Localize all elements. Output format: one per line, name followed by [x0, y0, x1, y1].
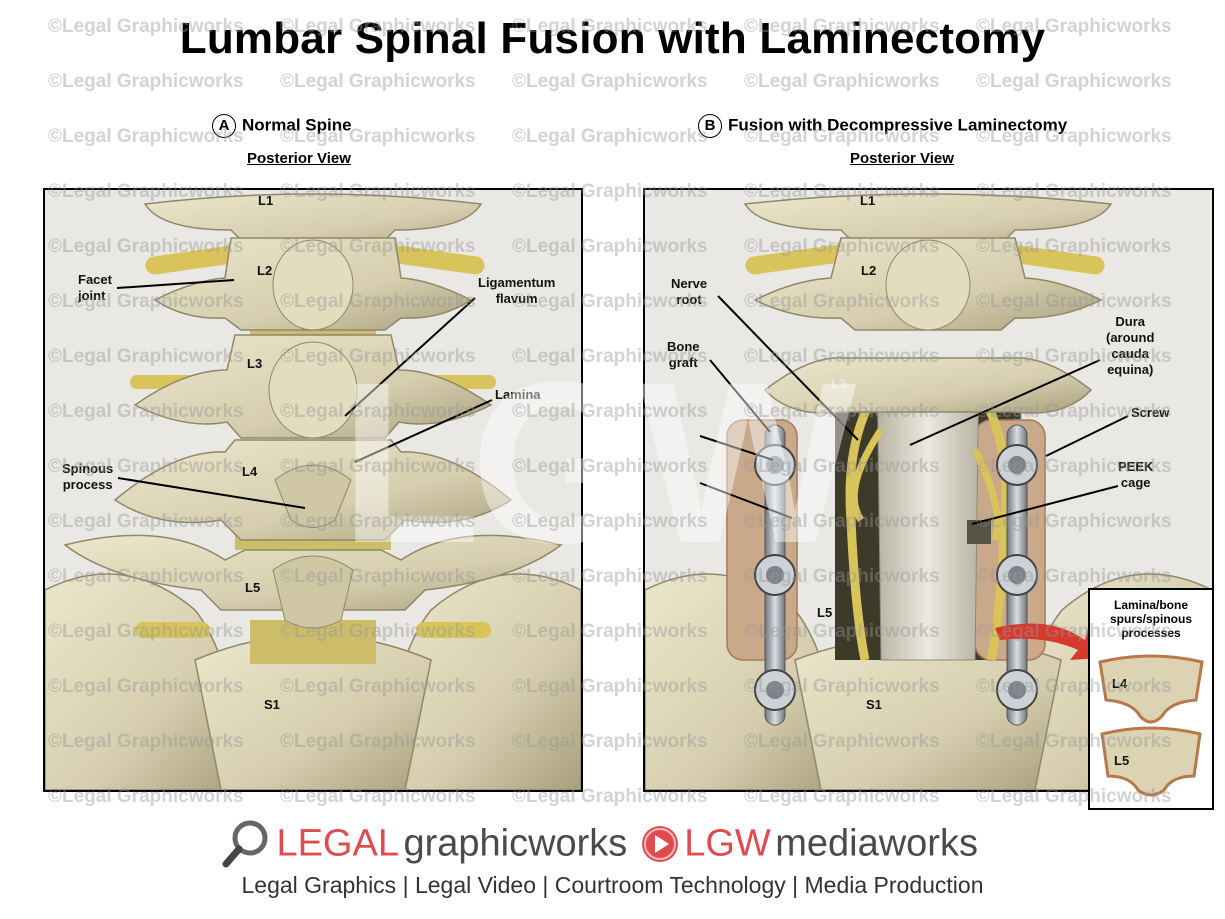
label-ligamentum-flavum: Ligamentum flavum: [478, 275, 555, 307]
label-set-line2: screw: [658, 429, 695, 444]
label-set-line1: Set: [666, 413, 687, 428]
label-a-l5: L5: [245, 580, 261, 595]
brand-graphicworks: graphicworks: [403, 822, 628, 865]
inset-bone-pieces: [1098, 654, 1204, 797]
label-rod: Rod: [665, 472, 691, 487]
label-lig-line2: flavum: [495, 291, 538, 306]
label-a-l4: L4: [242, 464, 258, 479]
label-b-l2: L2: [861, 263, 877, 278]
play-button-icon: [641, 826, 678, 862]
label-nerve-root: Nerve root: [671, 276, 707, 308]
panel-b-view: Posterior View: [850, 150, 954, 167]
normal-spine-illustration: [45, 190, 581, 790]
label-peek-line2: cage: [1120, 475, 1151, 490]
panel-a-view: Posterior View: [247, 150, 351, 167]
panel-b-letter: B: [698, 114, 722, 138]
footer-tagline: Legal Graphics | Legal Video | Courtroom…: [241, 872, 984, 898]
label-lig-line1: Ligamentum: [478, 275, 556, 290]
brand-legal: LEGAL: [276, 822, 399, 865]
copyright-watermark: ©Legal Graphicworks: [48, 71, 244, 92]
label-b-s1: S1: [866, 697, 882, 712]
panel-a-letter: A: [212, 114, 236, 138]
inset-title: Lamina/bone spurs/spinous processes: [1090, 598, 1212, 640]
panel-a-normal-spine: [43, 188, 583, 792]
label-a-l2: L2: [257, 263, 273, 278]
brand-lgw: LGW: [684, 822, 771, 865]
label-a-l3: L3: [247, 356, 263, 371]
label-peek-line1: PEEK: [1118, 459, 1154, 474]
label-spinous-process: Spinous process: [62, 461, 113, 493]
panel-b-fusion: [643, 188, 1214, 792]
label-facet-line2: joint: [78, 288, 106, 303]
magnifier-icon: [222, 820, 268, 868]
brand-mediaworks: mediaworks: [775, 822, 978, 865]
label-b-l4: L4: [817, 492, 833, 507]
label-b-l1: L1: [860, 193, 876, 208]
inset-label-l4: L4: [1112, 676, 1128, 691]
label-bone-line1: Bone: [667, 339, 700, 354]
panel-b-heading: B Fusion with Decompressive Laminectomy: [698, 114, 1067, 138]
footer-brand: LEGAL graphicworks LGW mediaworks: [222, 818, 978, 868]
label-dura-line3: cauda: [1111, 346, 1149, 361]
inset-label-l5: L5: [1114, 753, 1130, 768]
inset-title-line2: spurs/spinous: [1109, 612, 1192, 626]
label-a-s1: S1: [264, 697, 280, 712]
copyright-watermark: ©Legal Graphicworks: [280, 71, 476, 92]
label-bone-line2: graft: [668, 355, 698, 370]
label-facet-line1: Facet: [78, 272, 112, 287]
inset-title-line1: Lamina/bone: [1113, 598, 1188, 612]
label-spinous-line1: Spinous: [62, 461, 114, 476]
label-spinous-line2: process: [62, 477, 113, 492]
inset-title-line3: processes: [1121, 626, 1181, 640]
big-lgw-watermark: LGW: [340, 334, 856, 591]
label-nerve-line2: root: [676, 292, 702, 307]
copyright-watermark: ©Legal Graphicworks: [512, 71, 708, 92]
panel-b-heading-text: Fusion with Decompressive Laminectomy: [728, 115, 1068, 135]
label-dura-line1: Dura: [1115, 314, 1145, 329]
label-set-screw: Set screw: [658, 413, 695, 445]
label-nerve-line1: Nerve: [671, 276, 708, 291]
label-facet-joint: Facet joint: [78, 272, 112, 304]
copyright-watermark: ©Legal Graphicworks: [744, 71, 940, 92]
panel-a-heading-text: Normal Spine: [242, 115, 352, 135]
label-bone-graft: Bone graft: [667, 339, 700, 371]
inset-l5-piece: [1100, 726, 1202, 797]
label-screw: Screw: [1131, 405, 1170, 420]
panel-a-heading: A Normal Spine: [212, 114, 352, 138]
removed-bone-inset: Lamina/bone spurs/spinous processes L4 L…: [1088, 588, 1214, 810]
label-a-l1: L1: [258, 193, 274, 208]
label-b-l5: L5: [817, 605, 833, 620]
footer: LEGAL graphicworks LGW mediaworks Legal …: [0, 812, 1225, 912]
label-peek-cage: PEEK cage: [1118, 459, 1153, 491]
label-lamina: Lamina: [495, 387, 541, 402]
copyright-watermark: ©Legal Graphicworks: [976, 71, 1172, 92]
page-title: Lumbar Spinal Fusion with Laminectomy: [179, 14, 1046, 63]
copyright-watermark: ©Legal Graphicworks: [512, 126, 708, 147]
label-dura: Dura (around cauda equina): [1106, 314, 1154, 378]
inset-l4-piece: [1098, 654, 1204, 724]
label-dura-line2: (around: [1106, 330, 1155, 345]
label-dura-line4: equina): [1107, 362, 1154, 377]
